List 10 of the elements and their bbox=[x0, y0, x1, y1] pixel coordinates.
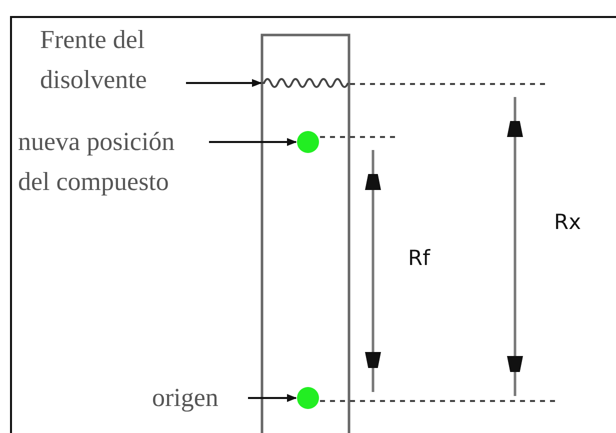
compound-spot bbox=[297, 387, 319, 409]
ratio-label: Rf bbox=[408, 246, 430, 270]
callout-text: nueva posición del compuesto bbox=[18, 122, 203, 202]
leader-arrow bbox=[248, 394, 297, 402]
ratio-label: Rx bbox=[554, 210, 582, 234]
callout-text: Frente del disolvente bbox=[40, 20, 180, 100]
leader-arrow bbox=[209, 138, 297, 146]
leader-arrow bbox=[186, 79, 262, 87]
compound-spot bbox=[297, 131, 319, 153]
callout-text: origen bbox=[152, 378, 242, 418]
